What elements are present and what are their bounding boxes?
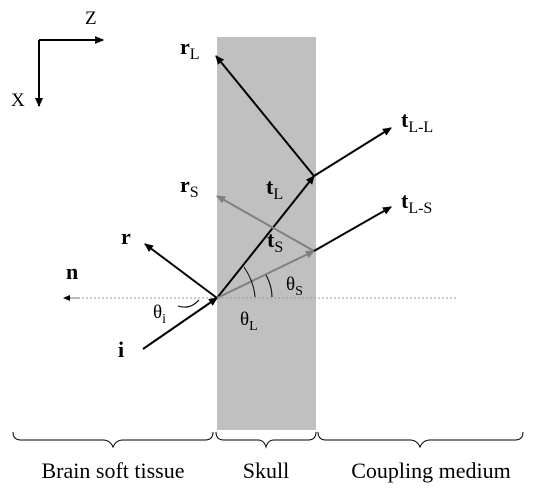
label-theta-i: θi [153, 302, 166, 327]
theta-i-arc [177, 299, 200, 308]
incident-ray [142, 297, 218, 350]
label-t-l: tL [266, 174, 283, 203]
label-n: n [66, 259, 78, 284]
label-t-l-l: tL-L [401, 107, 433, 136]
label-t-s: tS [267, 227, 283, 256]
label-theta-s: θS [286, 274, 303, 299]
reflected-shear-ray [216, 195, 315, 252]
theta-s-arc [265, 274, 273, 298]
label-theta-l: θL [240, 309, 258, 334]
label-r: r [121, 224, 131, 249]
coupling-brace [317, 431, 524, 449]
reflected-longitudinal-ray [215, 55, 315, 177]
brain-brace [12, 431, 214, 449]
transmitted-l-l-ray [313, 127, 392, 177]
label-r-s: rS [180, 172, 199, 201]
transmitted-longitudinal-ray [216, 175, 315, 299]
transmitted-l-s-ray [313, 206, 392, 252]
reflected-ray [144, 243, 218, 299]
theta-l-arc [243, 266, 256, 298]
label-i: i [118, 337, 124, 362]
coordinate-axes: Z X [11, 8, 104, 111]
skull-brace [215, 431, 317, 449]
skull-layer [217, 37, 316, 430]
label-r-l: rL [180, 34, 200, 63]
region-coupling-label: Coupling medium [351, 458, 511, 483]
label-t-l-s: tL-S [401, 188, 432, 217]
x-axis-label: X [11, 90, 25, 111]
transmitted-shear-ray [216, 250, 315, 299]
z-axis-label: Z [85, 8, 97, 29]
region-skull-label: Skull [243, 458, 289, 483]
region-brain-label: Brain soft tissue [42, 458, 185, 483]
